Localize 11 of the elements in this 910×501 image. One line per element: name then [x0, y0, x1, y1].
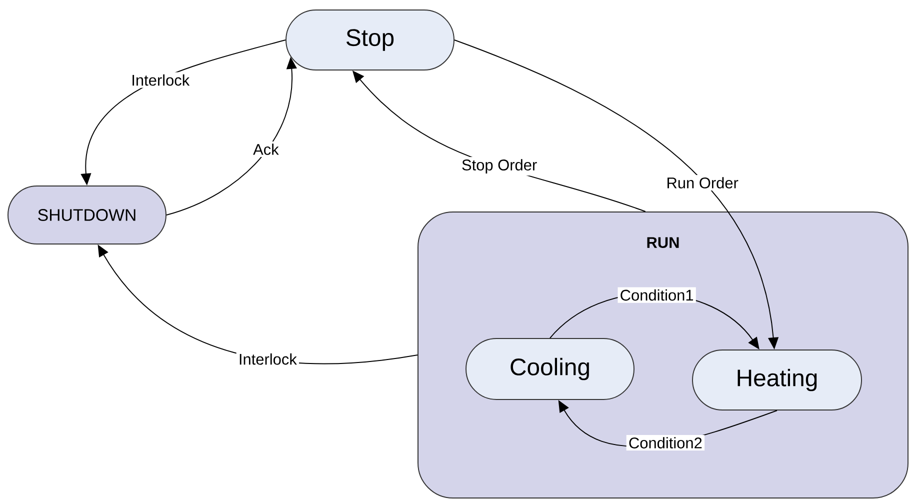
edge-label: Condition2: [626, 434, 705, 451]
edge-label: Stop Order: [459, 157, 540, 176]
edge-label: Interlock: [236, 351, 300, 367]
state-box: Stop: [286, 10, 454, 70]
state-box: Cooling: [466, 338, 634, 400]
edge-label: Run Order: [664, 174, 741, 191]
state-box: Heating: [692, 350, 862, 410]
state-box: SHUTDOWN: [8, 186, 166, 244]
edge-label: Condition1: [618, 287, 696, 303]
edge-label: Ack: [250, 141, 281, 158]
edge-label: Interlock: [129, 72, 192, 88]
